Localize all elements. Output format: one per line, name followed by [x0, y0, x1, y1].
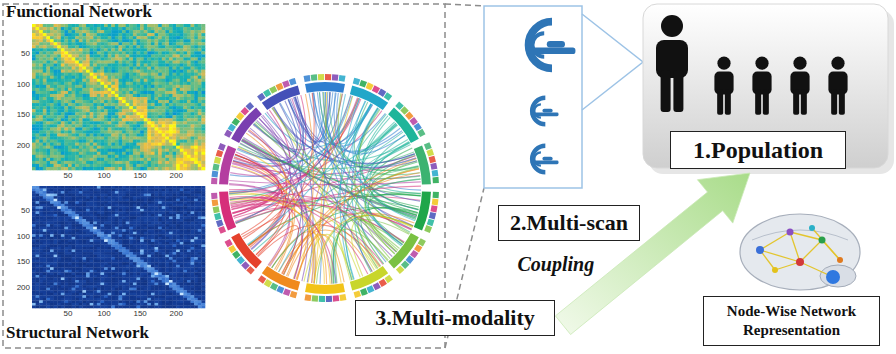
figure-stage: Functional Network5010015020050100150200…: [0, 0, 896, 354]
